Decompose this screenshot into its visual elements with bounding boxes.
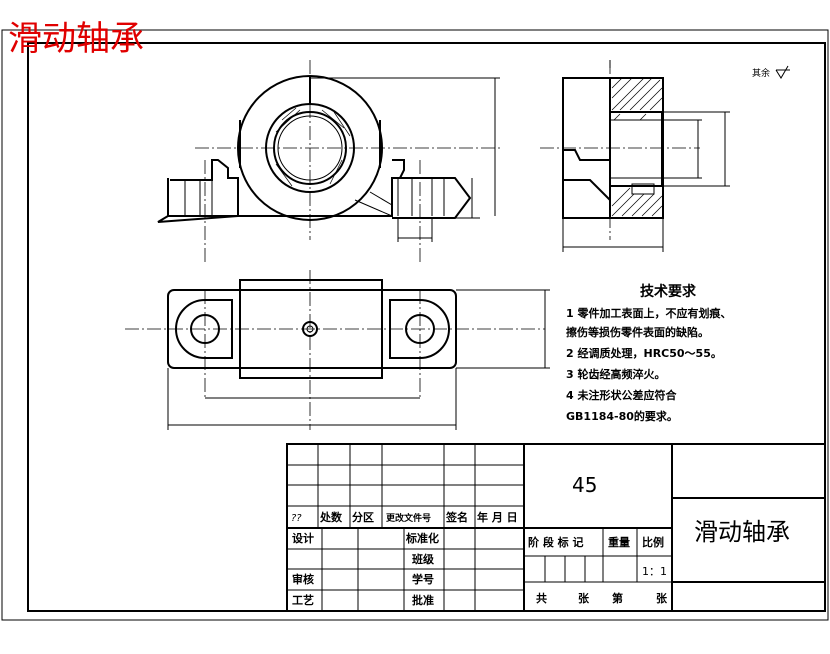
front-view (157, 60, 500, 262)
tech-req-item: 2 经调质处理，HRC50～55。 (566, 346, 722, 360)
part-name: 滑动轴承 (694, 518, 790, 546)
scale-label: 比例 (642, 535, 664, 549)
title-block: 45 滑动轴承 ?? 处数 分区 更改文件号 签名 年 月 日 设计 标准化 班… (286, 443, 826, 612)
sheets-unit-b: 张 (656, 591, 668, 605)
standardize-label: 标准化 (405, 531, 439, 545)
tech-req-item: GB1184-80的要求。 (566, 409, 678, 423)
tech-req-title: 技术要求 (640, 283, 697, 300)
student-no-label: 学号 (412, 572, 434, 586)
rev-doc-label: 更改文件号 (386, 512, 431, 524)
rev-mark: ?? (291, 513, 302, 524)
stage-label: 阶 段 标 记 (528, 535, 584, 549)
review-label: 审核 (292, 572, 314, 586)
sheets-unit-a: 张 (578, 591, 590, 605)
weight-label: 重量 (608, 535, 630, 549)
outer-frame (1, 29, 829, 621)
rev-count-label: 处数 (319, 510, 343, 524)
sheets-nth-label: 第 (612, 591, 623, 605)
material-value: 45 (572, 473, 597, 497)
scale-value: 1：1 (642, 565, 667, 578)
roughness-label: 其余 (752, 67, 770, 79)
tech-req-item: 4 未注形状公差应符合 (566, 388, 677, 402)
red-title: 滑动轴承 (8, 19, 144, 59)
tech-req-item: 擦伤等损伤零件表面的缺陷。 (566, 325, 709, 339)
process-label: 工艺 (292, 593, 314, 607)
sheets-total-label: 共 (536, 591, 547, 605)
front-right-foot (392, 177, 472, 219)
approve-label: 批准 (412, 593, 434, 607)
design-label: 设计 (292, 531, 314, 545)
front-left-taper (157, 215, 239, 223)
rev-sign-label: 签名 (445, 510, 468, 524)
front-left-foot (167, 159, 239, 217)
rev-date-label: 年 月 日 (477, 510, 518, 524)
tech-req-item: 3 轮齿经高频淬火。 (566, 367, 665, 381)
rev-zone-label: 分区 (352, 510, 374, 524)
roughness-symbol-icon (775, 65, 789, 79)
side-view (540, 60, 730, 252)
tech-req-item: 1 零件加工表面上，不应有划痕、 (566, 306, 731, 320)
top-view (125, 270, 550, 430)
class-label: 班级 (412, 552, 435, 566)
